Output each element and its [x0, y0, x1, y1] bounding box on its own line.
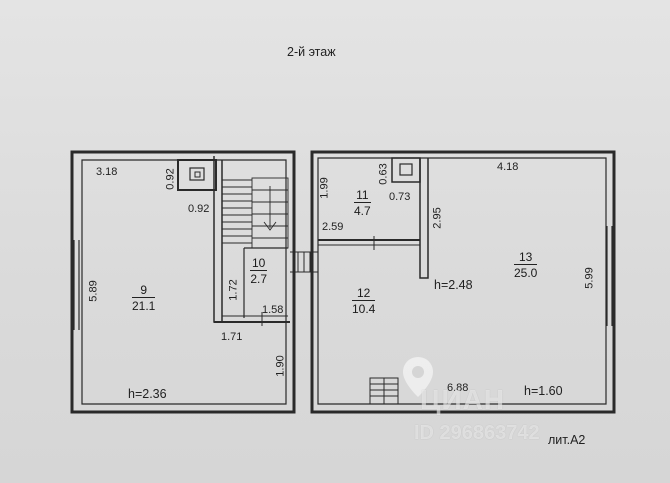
outer-wall — [70, 150, 296, 414]
dim-0-92-vertical: 0.92 — [164, 168, 177, 190]
watermark-logo — [400, 355, 436, 404]
location-pin-icon — [403, 357, 433, 397]
dim-1-99: 1.99 — [318, 177, 331, 199]
outer-wall-right-inner-line — [317, 157, 607, 405]
dim-2-95: 2.95 — [431, 207, 444, 229]
dim-1-90: 1.90 — [274, 355, 287, 377]
dim-1-72: 1.72 — [227, 279, 240, 301]
windows — [73, 226, 613, 330]
height-right: h=1.60 — [524, 384, 563, 398]
watermark-brand: ЦИАН — [420, 384, 506, 415]
dim-6-88: 6.88 — [447, 382, 469, 394]
doorway-marks — [261, 251, 318, 326]
floor-title: 2-й этаж — [287, 45, 336, 59]
dim-4-18: 4.18 — [497, 161, 519, 173]
dim-1-58: 1.58 — [262, 304, 284, 316]
stair-steps — [222, 177, 289, 249]
dim-1-71: 1.71 — [221, 331, 243, 343]
outer-wall-right — [310, 150, 616, 414]
outer-wall-inner-line — [81, 159, 287, 405]
dim-0-92-horizontal: 0.92 — [188, 203, 210, 215]
dim-0-63: 0.63 — [377, 163, 390, 185]
height-center: h=2.48 — [434, 278, 473, 292]
dim-5-89: 5.89 — [87, 280, 100, 302]
sheet-label: лит.А2 — [548, 433, 586, 447]
dim-5-99: 5.99 — [583, 267, 596, 289]
dim-2-59: 2.59 — [322, 221, 344, 233]
height-left: h=2.36 — [128, 387, 167, 401]
chimney-left — [177, 159, 217, 191]
watermark-id: ID 296863742 — [414, 422, 540, 444]
chimney-right — [391, 157, 421, 183]
attic-ladder — [369, 377, 399, 405]
room11-right-wall — [419, 158, 429, 279]
dim-3-18: 3.18 — [96, 166, 118, 178]
dim-0-73: 0.73 — [389, 191, 411, 203]
